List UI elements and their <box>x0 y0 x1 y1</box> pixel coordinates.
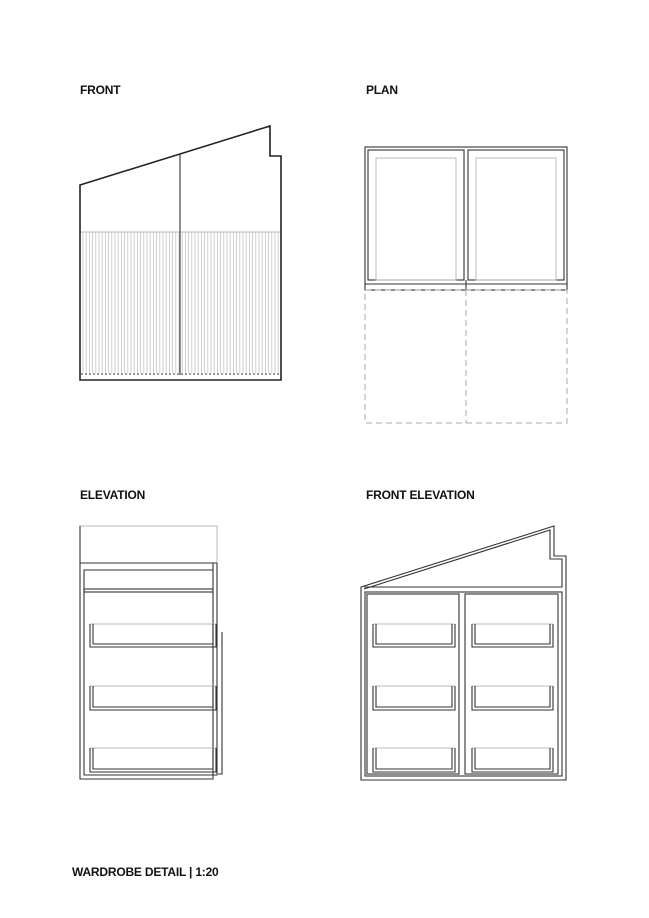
drawer-front <box>471 686 554 711</box>
drawer-front <box>89 686 217 711</box>
drawer-front <box>471 748 554 773</box>
drawer-front <box>372 624 456 648</box>
drawer-inner <box>92 624 214 645</box>
fluted-panel <box>82 232 279 373</box>
front-elevation-view-label: FRONT ELEVATION <box>366 488 475 502</box>
plan-left-door <box>367 149 465 281</box>
elevation-view-label: ELEVATION <box>80 488 146 502</box>
front-elevation-left-door <box>366 593 460 775</box>
front-elevation-carcass <box>364 591 563 777</box>
plan-left-inner <box>375 157 457 281</box>
front-elevation-right-door <box>464 593 559 775</box>
drawer-inner <box>375 748 453 770</box>
drawer-inner <box>92 748 214 770</box>
drawer-inner <box>474 748 551 770</box>
drawer-inner <box>474 686 551 708</box>
elevation-shelf <box>83 588 214 593</box>
elevation-inner <box>83 563 218 776</box>
elevation-outline <box>79 563 214 780</box>
front-outline <box>79 124 282 381</box>
front-view <box>79 124 282 381</box>
drawer-inner <box>474 624 551 645</box>
drawer-front <box>89 748 217 773</box>
drawer-inner <box>375 624 453 645</box>
elevation-door-side <box>218 632 223 775</box>
elevation-top-ghost <box>79 525 218 564</box>
front-view-label: FRONT <box>80 83 121 97</box>
front-elevation-outline <box>360 525 567 781</box>
plan-view <box>364 146 568 424</box>
drawer-front <box>372 686 456 711</box>
front-elevation-view <box>360 525 567 781</box>
drawer-front <box>89 624 217 648</box>
drawer-front <box>372 748 456 773</box>
drawing-title: WARDROBE DETAIL | 1:20 <box>72 865 219 879</box>
plan-view-label: PLAN <box>366 83 398 97</box>
front-elevation-roof-inner <box>363 529 563 590</box>
front-elevation-drawers <box>372 623 554 773</box>
drawer-front <box>471 624 554 648</box>
elevation-drawers <box>89 623 217 773</box>
plan-right-door <box>467 149 565 281</box>
elevation-view <box>79 525 223 780</box>
plan-outline <box>364 146 568 291</box>
plan-right-inner <box>475 157 557 281</box>
drawer-inner <box>92 686 214 708</box>
drawer-inner <box>375 686 453 708</box>
